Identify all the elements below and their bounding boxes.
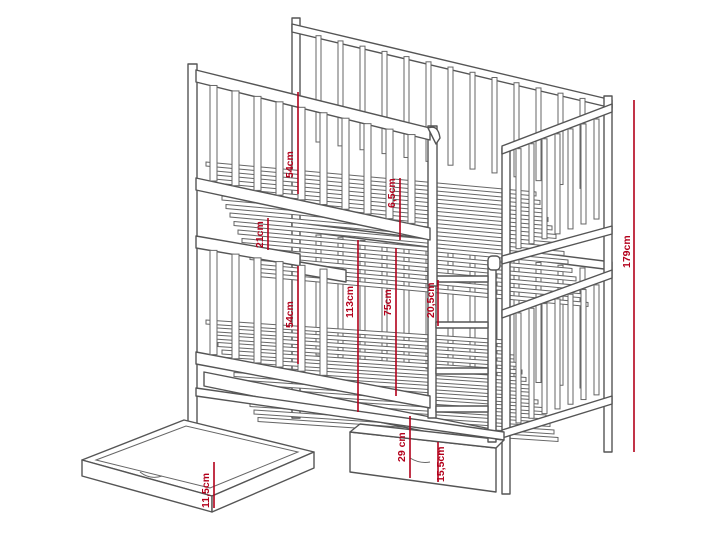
end-slat bbox=[528, 143, 535, 245]
end-slat bbox=[554, 298, 561, 410]
right-end-frame bbox=[501, 103, 613, 495]
end-slat bbox=[567, 293, 574, 405]
front-slat bbox=[363, 123, 372, 215]
end-slat bbox=[554, 133, 561, 235]
front-guard-slats bbox=[209, 84, 416, 376]
end-slat bbox=[567, 128, 574, 230]
back-slat bbox=[337, 40, 344, 147]
dimension-labels: 54cm 6,5cm 21cm 54cm 113cm 75cm 20,5cm 1… bbox=[200, 151, 633, 508]
front-slat bbox=[231, 90, 240, 187]
label-under-upper: 75cm bbox=[382, 289, 394, 316]
front-slat bbox=[253, 257, 262, 364]
back-slat bbox=[315, 35, 322, 143]
mattress-slat bbox=[233, 220, 565, 257]
label-upper-guard: 54cm bbox=[284, 151, 296, 178]
label-ladder-step: 20,5cm bbox=[425, 282, 437, 318]
mattress-slat bbox=[237, 229, 569, 265]
end-slat bbox=[580, 289, 587, 401]
end-slat bbox=[593, 118, 600, 220]
front-slat bbox=[385, 128, 394, 220]
front-slat bbox=[231, 253, 240, 360]
end-slat bbox=[541, 138, 548, 240]
front-slat bbox=[407, 134, 416, 224]
back-slat bbox=[359, 45, 366, 151]
front-slat bbox=[297, 106, 306, 201]
label-total-height: 179cm bbox=[621, 235, 633, 268]
end-slat bbox=[515, 312, 522, 424]
label-lower-guard: 54cm bbox=[284, 301, 296, 328]
front-slat bbox=[253, 95, 262, 191]
label-drawer-front: 15,5cm bbox=[435, 446, 447, 482]
end-slat bbox=[593, 284, 600, 396]
dimension-lines bbox=[213, 92, 635, 508]
end-slat bbox=[528, 307, 535, 419]
front-frame bbox=[187, 63, 505, 441]
front-slat bbox=[209, 84, 218, 182]
back-slat bbox=[469, 71, 476, 170]
front-slat bbox=[275, 261, 284, 368]
back-slat bbox=[491, 77, 498, 174]
back-slat bbox=[381, 50, 388, 155]
label-lower-rail-gap: 21cm bbox=[254, 221, 266, 248]
label-bed-height: 113cm bbox=[344, 286, 356, 318]
label-drawer-clearance: 29 cm bbox=[396, 432, 408, 462]
front-slat bbox=[275, 101, 284, 196]
back-slat bbox=[403, 56, 410, 158]
front-slat bbox=[341, 117, 350, 210]
end-slat bbox=[515, 148, 522, 250]
label-upper-rail-offset: 6,5cm bbox=[386, 178, 398, 208]
end-slat bbox=[580, 123, 587, 225]
label-loose-drawer: 11,5cm bbox=[200, 473, 212, 508]
back-slat bbox=[447, 66, 454, 166]
end-slat bbox=[541, 303, 548, 415]
front-slat bbox=[209, 249, 218, 356]
back-slat bbox=[535, 262, 542, 383]
front-slat bbox=[297, 264, 306, 372]
loose-drawer bbox=[81, 419, 315, 513]
front-slat bbox=[319, 112, 328, 206]
right-end-slats bbox=[515, 118, 600, 424]
front-slat bbox=[319, 268, 328, 376]
